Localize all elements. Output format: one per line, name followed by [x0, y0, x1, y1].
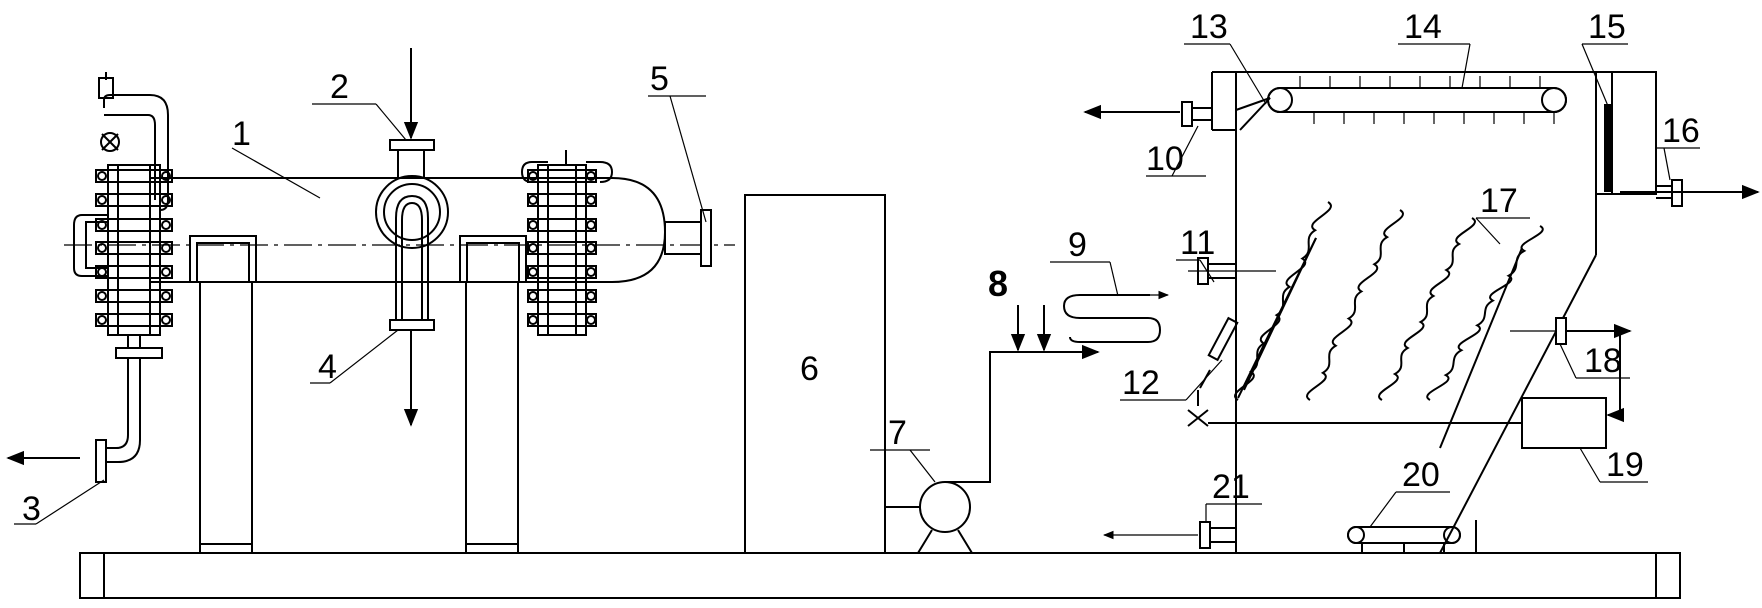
weir-plate-15: [1604, 104, 1612, 192]
label-19: 19: [1606, 446, 1644, 484]
outlet-pipe-3: [6, 335, 163, 483]
left-flange-stack: [73, 72, 173, 336]
nozzle-10: [1083, 101, 1212, 127]
vessel-supports: [189, 235, 527, 554]
right-flange-stack: [521, 150, 614, 336]
label-21: 21: [1212, 468, 1250, 506]
coil-9: [1062, 290, 1170, 343]
label-2: 2: [330, 68, 349, 106]
nozzle-11: [1188, 257, 1276, 285]
bottom-skimmer-20: [1347, 520, 1477, 554]
label-10: 10: [1146, 140, 1184, 178]
label-5: 5: [650, 60, 669, 98]
nozzle-16: [1620, 179, 1760, 207]
label-18: 18: [1584, 342, 1622, 380]
nozzle-21: [1102, 521, 1236, 549]
label-1: 1: [232, 115, 251, 153]
base-frame: [79, 552, 1681, 599]
wave-plates-17: [1234, 201, 1544, 401]
label-4: 4: [318, 348, 337, 386]
label-20: 20: [1402, 456, 1440, 494]
label-16: 16: [1662, 112, 1700, 150]
label-14: 14: [1404, 8, 1442, 46]
label-7: 7: [888, 414, 907, 452]
tank-6: [744, 194, 886, 554]
inlet-nozzle-2: [389, 48, 435, 178]
outlet-nozzle-4: [375, 175, 449, 427]
box-19: [1521, 397, 1607, 449]
nozzle-18: [1510, 317, 1632, 423]
label-3: 3: [22, 490, 41, 528]
label-12: 12: [1122, 364, 1160, 402]
leader-lines: [14, 43, 1700, 528]
label-17: 17: [1480, 182, 1518, 220]
label-9: 9: [1068, 226, 1087, 264]
valve-12: [1187, 316, 1239, 427]
label-15: 15: [1588, 8, 1626, 46]
label-13: 13: [1190, 8, 1228, 46]
label-6: 6: [800, 350, 819, 388]
skimmer-14: [1267, 76, 1567, 124]
label-11: 11: [1180, 224, 1215, 262]
separation-tank: [1211, 71, 1657, 554]
pump-7: [885, 305, 1100, 554]
label-8: 8: [988, 263, 1008, 304]
